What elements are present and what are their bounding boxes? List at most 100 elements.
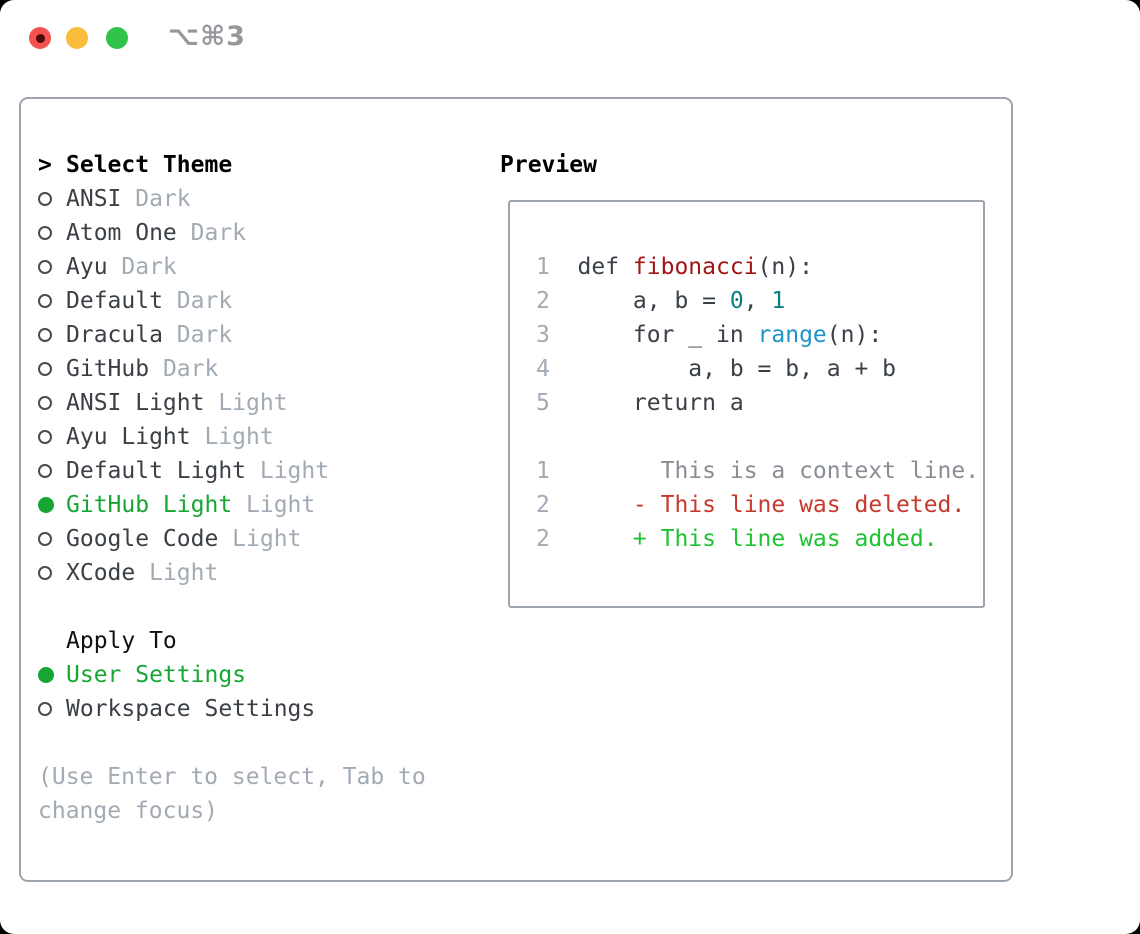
radio-icon (38, 226, 52, 240)
theme-name: Atom One (66, 220, 177, 246)
help-text: (Use Enter to select, Tab to change focus… (38, 760, 426, 828)
theme-name: XCode (66, 560, 136, 586)
theme-name: GitHub (66, 356, 150, 382)
radio-icon (38, 260, 52, 274)
theme-option-default[interactable]: Default Dark (38, 284, 426, 318)
theme-variant-tag: Light (232, 526, 302, 552)
minimize-button[interactable] (66, 27, 88, 49)
line-number: 2 (536, 526, 550, 552)
code-token-plain: , (743, 288, 772, 314)
select-theme-title: Select Theme (66, 152, 233, 178)
radio-icon (38, 430, 52, 444)
theme-option-xcode[interactable]: XCode Light (38, 556, 426, 590)
theme-option-google-code[interactable]: Google Code Light (38, 522, 426, 556)
close-dot-icon (35, 33, 45, 43)
code-token-deleted: - This line was deleted. (577, 492, 966, 518)
code-token-added: + This line was added. (577, 526, 938, 552)
radio-icon (38, 532, 52, 546)
theme-variant-tag: Light (149, 560, 219, 586)
code-token-number: 1 (771, 288, 786, 314)
apply-option-workspace-settings[interactable]: Workspace Settings (38, 692, 426, 726)
preview-header: Preview (500, 152, 597, 178)
code-line: 4 a, b = b, a + b (536, 352, 983, 386)
theme-name: ANSI (66, 186, 122, 212)
radio-icon (38, 702, 52, 716)
code-token-builtin: range (757, 322, 827, 348)
titlebar: ⌥⌘3 (0, 0, 1140, 75)
code-token-plain: a, b = (577, 288, 730, 314)
line-number: 3 (536, 322, 550, 348)
theme-variant-tag: Light (246, 492, 316, 518)
code-token-keyword: def (577, 254, 633, 280)
code-token-title: fibonacci (632, 254, 758, 280)
radio-icon (38, 192, 52, 206)
line-number: 5 (536, 390, 550, 416)
code-line: 1 This is a context line. (536, 454, 983, 488)
line-number: 2 (536, 492, 550, 518)
line-number: 1 (536, 458, 550, 484)
radio-icon (38, 464, 52, 478)
help-line: change focus) (38, 798, 219, 824)
apply-to-header: Apply To (38, 624, 426, 658)
code-line: 3 for _ in range(n): (536, 318, 983, 352)
radio-selected-icon (38, 497, 54, 513)
theme-option-ansi-light[interactable]: ANSI Light Light (38, 386, 426, 420)
apply-option-label: Workspace Settings (66, 696, 316, 722)
window-title: ⌥⌘3 (168, 21, 246, 52)
theme-name: Ayu (66, 254, 108, 280)
help-line: (Use Enter to select, Tab to (38, 764, 426, 790)
code-token-plain: for _ in (577, 322, 758, 348)
theme-name: ANSI Light (66, 390, 205, 416)
code-line: 5 return a (536, 386, 983, 420)
theme-variant-tag: Light (204, 424, 274, 450)
apply-option-label: User Settings (66, 662, 247, 688)
theme-option-ayu-light[interactable]: Ayu Light Light (38, 420, 426, 454)
code-token-plain: return a (577, 390, 744, 416)
theme-variant-tag: Dark (121, 254, 177, 280)
theme-variant-tag: Light (218, 390, 288, 416)
theme-option-github-light[interactable]: GitHub Light Light (38, 488, 426, 522)
theme-name: Default Light (66, 458, 247, 484)
code-token-plain: (n): (826, 322, 883, 348)
code-token-plain: a, b = b, a + b (577, 356, 897, 382)
apply-to-title: Apply To (66, 628, 177, 654)
radio-icon (38, 396, 52, 410)
code-line: 2 + This line was added. (536, 522, 983, 556)
apply-option-user-settings[interactable]: User Settings (38, 658, 426, 692)
section-gap (38, 726, 426, 760)
line-number: 1 (536, 254, 550, 280)
zoom-button[interactable] (106, 27, 128, 49)
theme-name: Google Code (66, 526, 219, 552)
radio-icon (38, 566, 52, 580)
code-line: 2 a, b = 0, 1 (536, 284, 983, 318)
close-button[interactable] (29, 27, 51, 49)
prompt-caret: > (38, 152, 52, 178)
radio-selected-icon (38, 667, 54, 683)
theme-name: Ayu Light (66, 424, 191, 450)
theme-name: Default (66, 288, 163, 314)
radio-icon (38, 362, 52, 376)
radio-icon (38, 328, 52, 342)
code-line: 2 - This line was deleted. (536, 488, 983, 522)
theme-name: GitHub Light (66, 492, 233, 518)
code-token-context: This is a context line. (577, 458, 980, 484)
theme-variant-tag: Dark (162, 356, 219, 382)
theme-option-github[interactable]: GitHub Dark (38, 352, 426, 386)
theme-option-ayu[interactable]: Ayu Dark (38, 250, 426, 284)
section-gap (38, 590, 426, 624)
theme-variant-tag: Dark (176, 288, 233, 314)
radio-icon (38, 294, 52, 308)
line-number: 4 (536, 356, 550, 382)
